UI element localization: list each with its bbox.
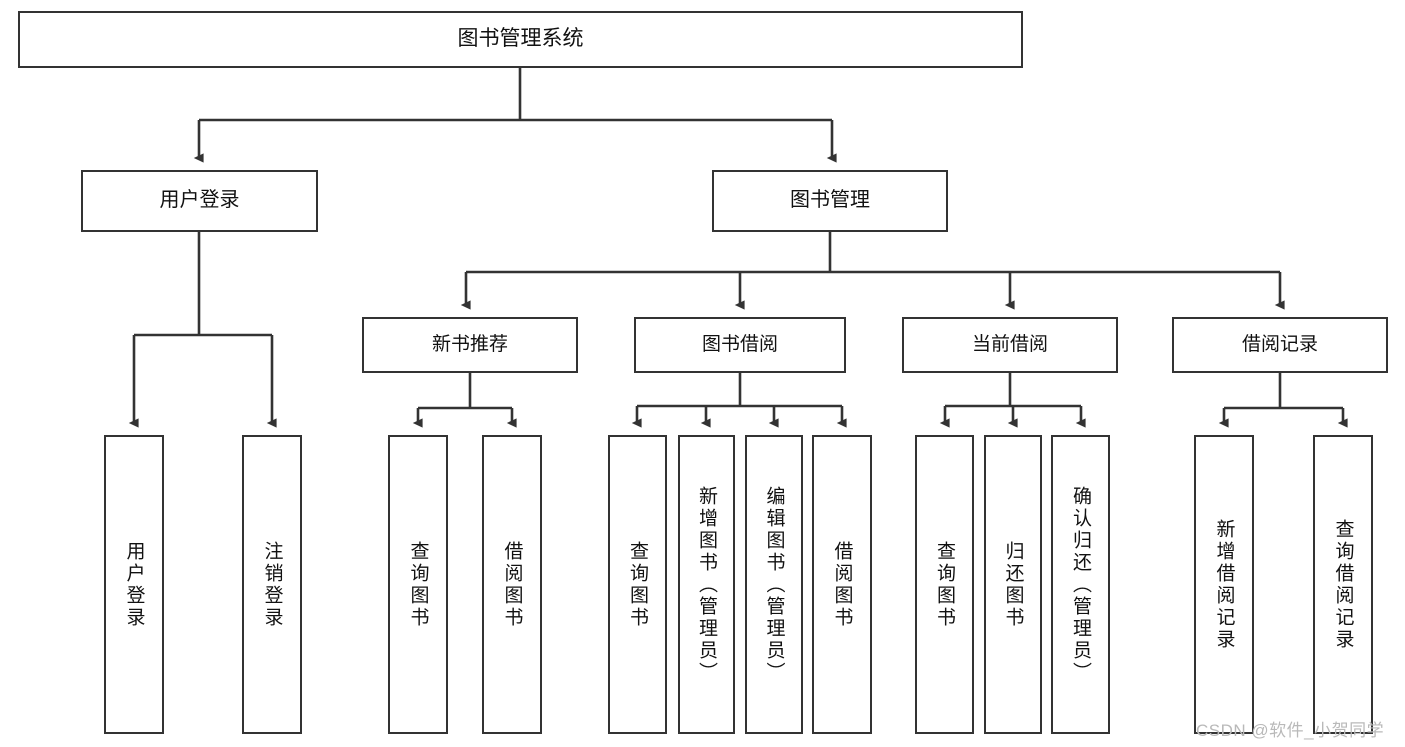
node-leaf-borrow-book-2[interactable]: 借阅图书 [812,435,872,734]
node-new-book-recommend[interactable]: 新书推荐 [362,317,578,373]
node-current-borrow[interactable]: 当前借阅 [902,317,1118,373]
node-leaf-query-book-2-label: 查询图书 [627,540,648,629]
node-leaf-query-book-2[interactable]: 查询图书 [608,435,667,734]
node-user-login-label: 用户登录 [159,189,240,212]
watermark-text: CSDN @软件_小贺同学 [1196,721,1385,740]
node-book-manage-label: 图书管理 [790,189,870,212]
node-new-book-recommend-label: 新书推荐 [431,333,508,355]
node-leaf-return-book[interactable]: 归还图书 [984,435,1042,734]
node-leaf-edit-book[interactable]: 编辑图书（管理员） [745,435,803,734]
node-leaf-query-book-3-label: 查询图书 [934,540,955,629]
node-book-manage[interactable]: 图书管理 [712,170,948,232]
node-leaf-query-book-3[interactable]: 查询图书 [915,435,974,734]
node-leaf-confirm-return-label: 确认归还（管理员） [1070,485,1091,684]
node-leaf-query-book-1[interactable]: 查询图书 [388,435,448,734]
node-leaf-edit-book-label: 编辑图书（管理员） [763,485,785,684]
node-leaf-add-book-label: 新增图书（管理员） [696,485,717,684]
node-leaf-add-record[interactable]: 新增借阅记录 [1194,435,1254,734]
node-borrow-record[interactable]: 借阅记录 [1172,317,1388,373]
node-user-login[interactable]: 用户登录 [81,170,318,232]
node-book-borrow-label: 图书借阅 [701,333,778,355]
node-current-borrow-label: 当前借阅 [971,333,1048,355]
node-leaf-query-record-label: 查询借阅记录 [1332,518,1354,651]
node-book-borrow[interactable]: 图书借阅 [634,317,846,373]
node-leaf-add-book[interactable]: 新增图书（管理员） [678,435,735,734]
node-root-label: 图书管理系统 [457,27,584,51]
node-leaf-user-login[interactable]: 用户登录 [104,435,164,734]
node-leaf-borrow-book-2-label: 借阅图书 [831,540,853,629]
node-leaf-borrow-book-1[interactable]: 借阅图书 [482,435,542,734]
node-root[interactable]: 图书管理系统 [18,11,1023,68]
node-leaf-user-login-label: 用户登录 [123,540,145,629]
node-leaf-return-book-label: 归还图书 [1002,540,1024,629]
node-leaf-borrow-book-1-label: 借阅图书 [501,540,523,629]
node-borrow-record-label: 借阅记录 [1241,333,1318,355]
node-leaf-user-logout-label: 注销登录 [261,540,283,629]
node-leaf-query-book-1-label: 查询图书 [407,540,429,629]
node-leaf-add-record-label: 新增借阅记录 [1213,518,1235,651]
node-leaf-query-record[interactable]: 查询借阅记录 [1313,435,1373,734]
node-leaf-confirm-return[interactable]: 确认归还（管理员） [1051,435,1110,734]
node-leaf-user-logout[interactable]: 注销登录 [242,435,302,734]
